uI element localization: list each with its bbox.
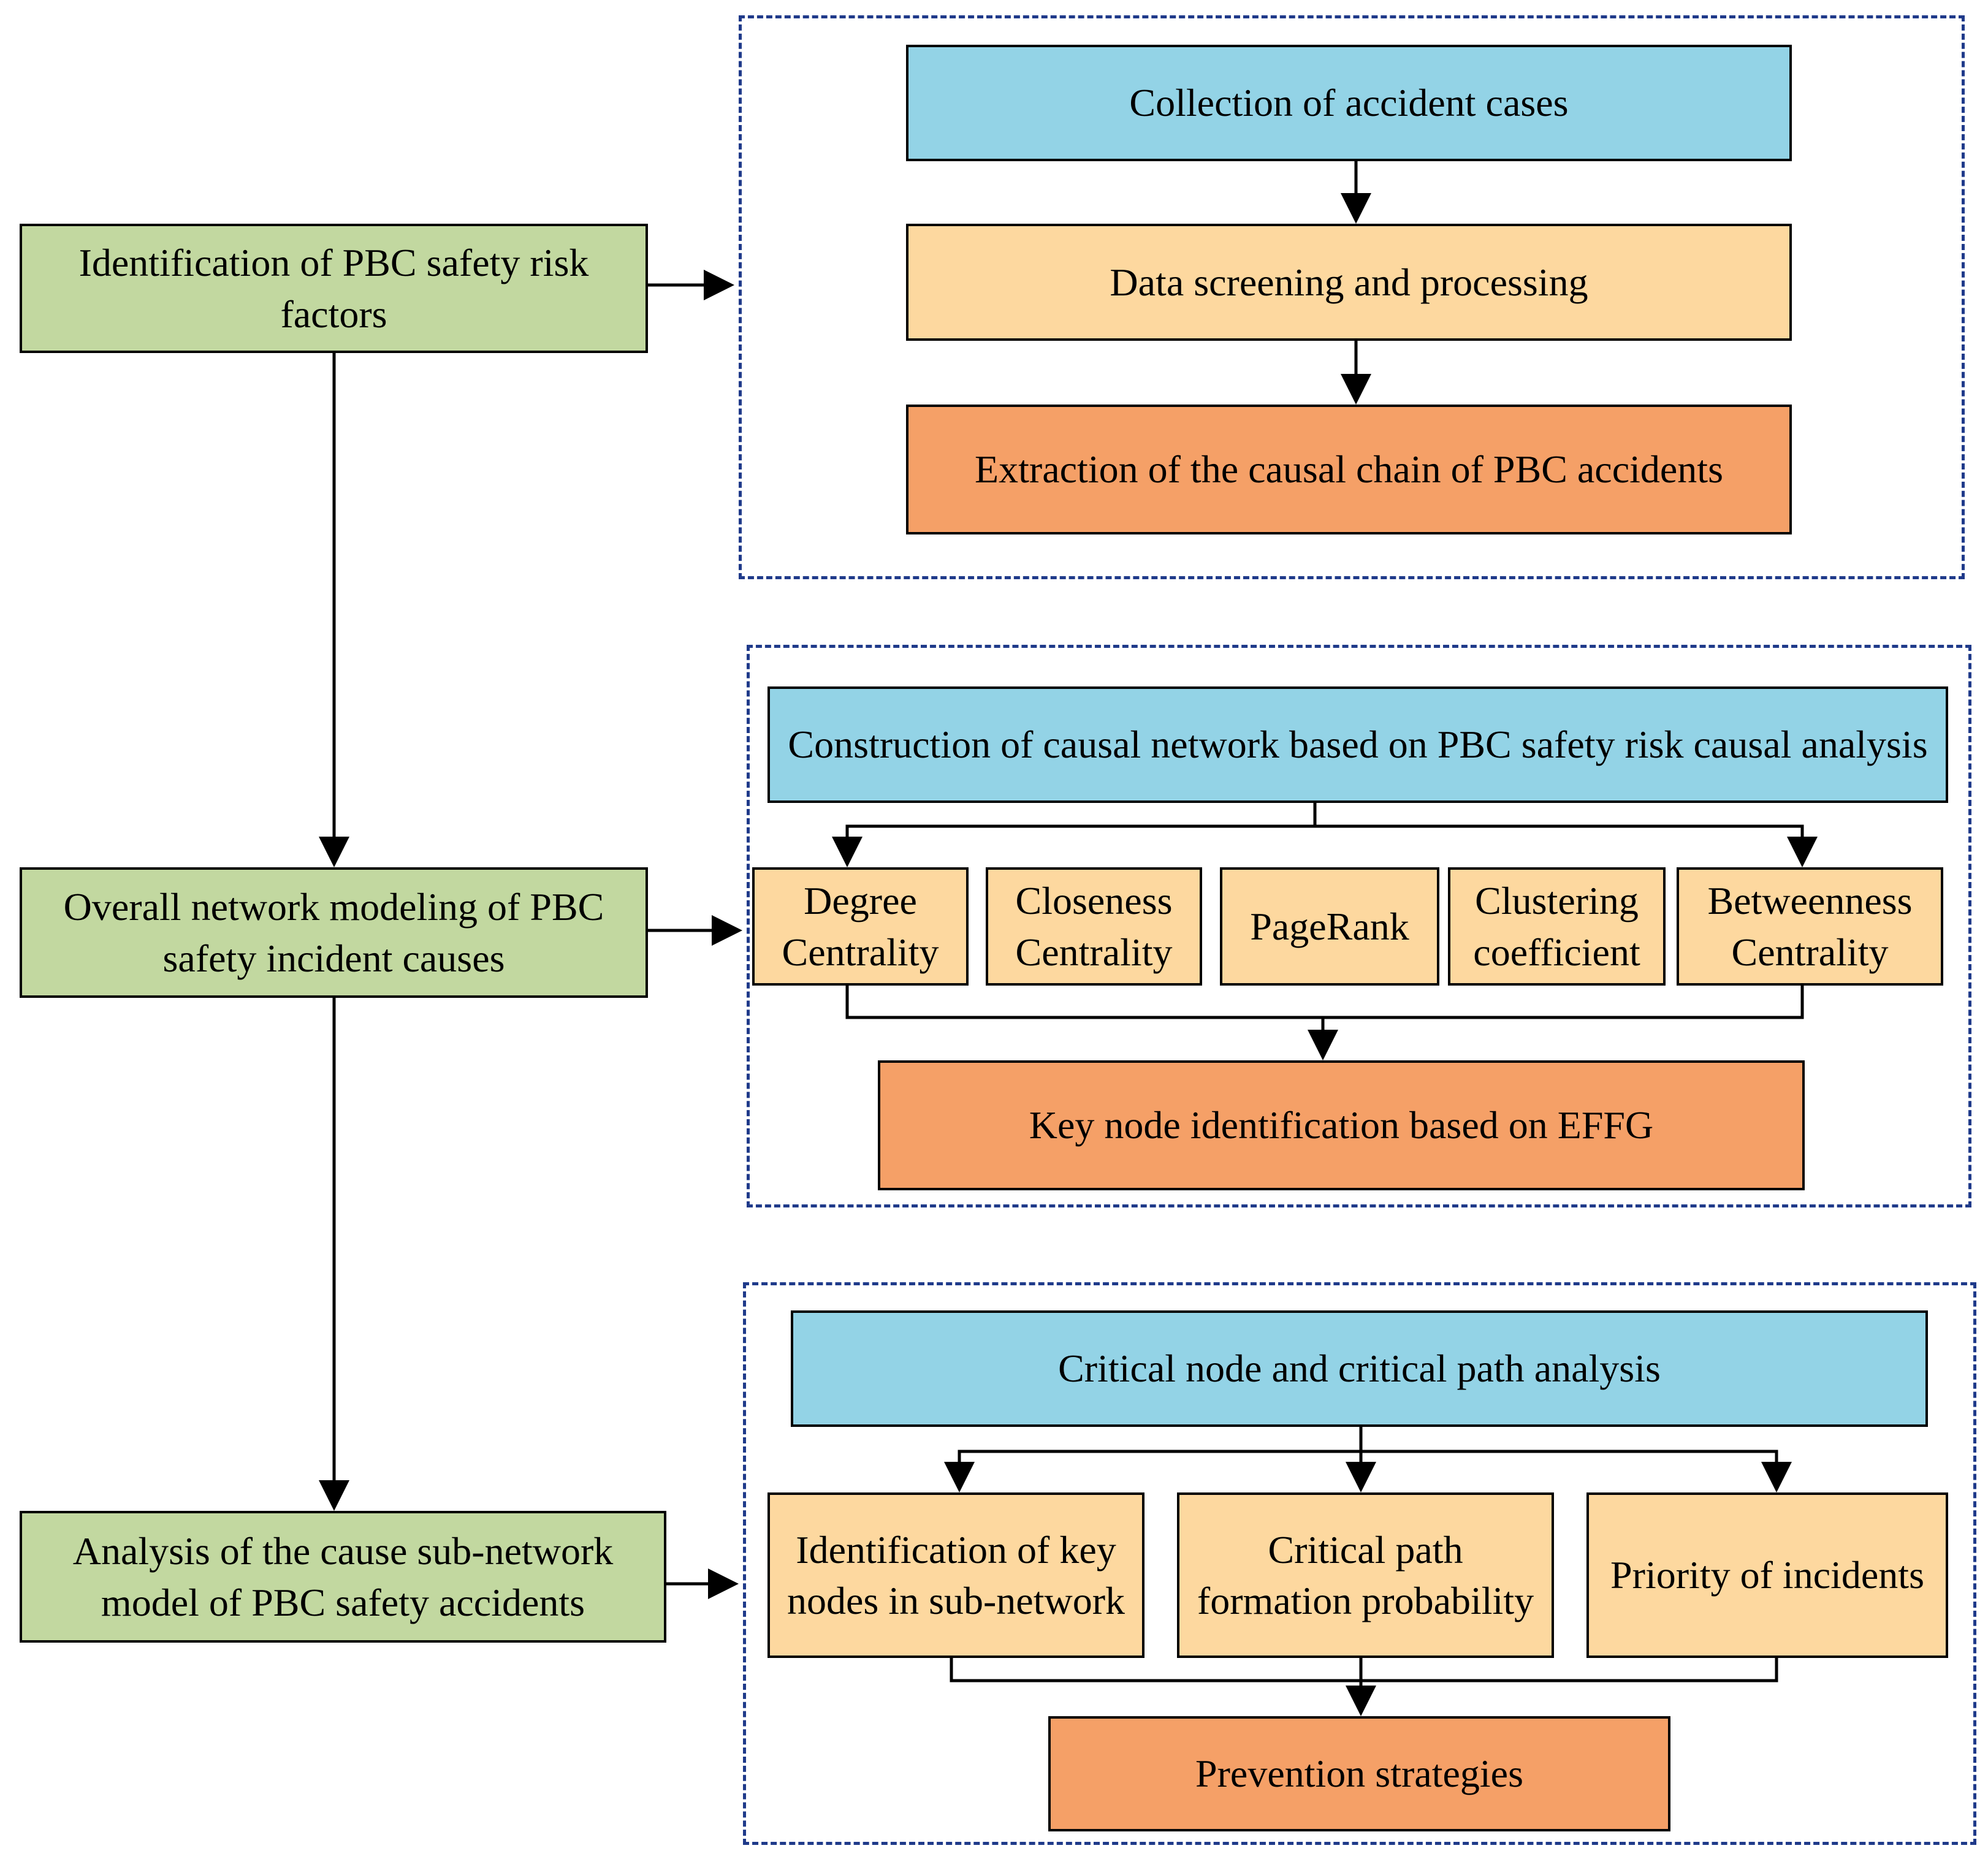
metric-clustering-coefficient: Clustering coefficient bbox=[1448, 867, 1666, 986]
subnetwork-analysis-step: Analysis of the cause sub-network model … bbox=[20, 1511, 666, 1643]
metric-betweenness-centrality: Betweenness Centrality bbox=[1677, 867, 1943, 986]
overall-modeling-label: Overall network modeling of PBC safety i… bbox=[63, 885, 604, 980]
subitem-priority: Priority of incidents bbox=[1586, 1492, 1948, 1658]
identification-label: Identification of PBC safety risk factor… bbox=[78, 241, 589, 336]
subitem-key-nodes-label: Identification of key nodes in sub-netwo… bbox=[786, 1527, 1125, 1622]
metric-degree-label: Degree Centrality bbox=[782, 879, 939, 974]
overall-modeling-step: Overall network modeling of PBC safety i… bbox=[20, 867, 648, 998]
critical-analysis-box: Critical node and critical path analysis bbox=[791, 1310, 1928, 1427]
key-node-box: Key node identification based on EFFG bbox=[878, 1060, 1805, 1190]
subitem-priority-label: Priority of incidents bbox=[1610, 1553, 1924, 1597]
construction-box: Construction of causal network based on … bbox=[767, 686, 1948, 803]
collection-box: Collection of accident cases bbox=[906, 45, 1792, 161]
identification-step: Identification of PBC safety risk factor… bbox=[20, 224, 648, 353]
metric-degree-centrality: Degree Centrality bbox=[752, 867, 969, 986]
critical-analysis-label: Critical node and critical path analysis bbox=[1058, 1347, 1661, 1391]
extraction-box: Extraction of the causal chain of PBC ac… bbox=[906, 405, 1792, 534]
metric-pagerank: PageRank bbox=[1220, 867, 1439, 986]
subitem-critical-path: Critical path formation probability bbox=[1177, 1492, 1554, 1658]
metric-closeness-centrality: Closeness Centrality bbox=[986, 867, 1202, 986]
key-node-label: Key node identification based on EFFG bbox=[1029, 1103, 1654, 1147]
collection-label: Collection of accident cases bbox=[1129, 81, 1569, 125]
metric-closeness-label: Closeness Centrality bbox=[1015, 879, 1173, 974]
metric-clustering-label: Clustering coefficient bbox=[1473, 879, 1640, 974]
metric-pagerank-label: PageRank bbox=[1250, 904, 1409, 948]
screening-label: Data screening and processing bbox=[1110, 260, 1588, 304]
group1-frame bbox=[739, 15, 1965, 579]
construction-label: Construction of causal network based on … bbox=[788, 723, 1928, 767]
group2-frame bbox=[747, 645, 1971, 1207]
prevention-box: Prevention strategies bbox=[1048, 1716, 1670, 1831]
extraction-label: Extraction of the causal chain of PBC ac… bbox=[975, 447, 1723, 492]
subitem-key-nodes: Identification of key nodes in sub-netwo… bbox=[767, 1492, 1144, 1658]
subnetwork-analysis-label: Analysis of the cause sub-network model … bbox=[72, 1529, 614, 1624]
prevention-label: Prevention strategies bbox=[1195, 1752, 1523, 1796]
metric-betweenness-label: Betweenness Centrality bbox=[1707, 879, 1913, 974]
screening-box: Data screening and processing bbox=[906, 224, 1792, 341]
group3-frame bbox=[743, 1282, 1976, 1845]
subitem-critical-path-label: Critical path formation probability bbox=[1197, 1527, 1534, 1622]
